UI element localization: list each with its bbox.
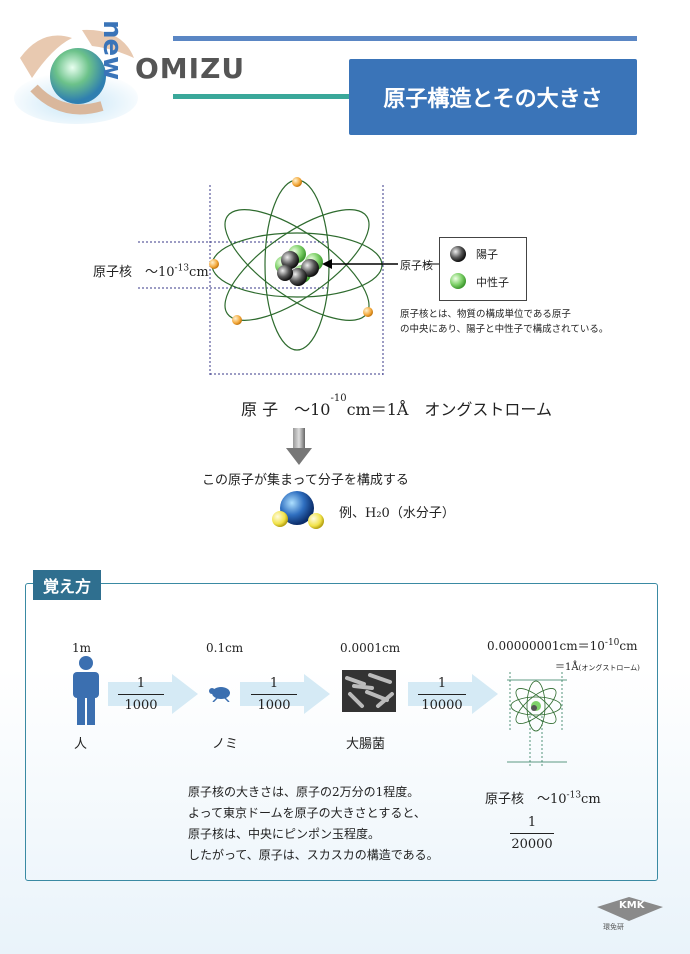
size-atom-exp: -10 xyxy=(604,638,620,648)
fraction-3-bar xyxy=(418,694,466,695)
size-atom-unit: cm xyxy=(619,639,638,653)
size-flea: 0.1cm xyxy=(206,641,244,655)
fraction-2: 1 1000 xyxy=(251,676,297,713)
nucleus-description-line1: 原子核とは、物質の構成単位である原子 xyxy=(400,309,571,320)
fraction-1: 1 1000 xyxy=(118,676,164,713)
memo-section xyxy=(25,583,658,881)
label-flea: ノミ xyxy=(212,737,239,752)
brand-vertical: new xyxy=(97,20,127,81)
nucleus-description-line2: の中央にあり、陽子と中性子で構成されている。 xyxy=(400,324,609,335)
memo-nucleus-fraction-num: 1 xyxy=(527,815,537,830)
water-molecule-icon xyxy=(272,491,324,529)
atom-size-exp: -10 xyxy=(330,392,347,404)
fraction-1-bar xyxy=(118,694,164,695)
size-ecoli: 0.0001cm xyxy=(340,641,401,655)
legend-neutron: 中性子 xyxy=(476,276,509,289)
memo-text-line4: したがって、原子は、スカスカの構造である。 xyxy=(188,848,439,862)
hero-image xyxy=(12,18,140,126)
fraction-1-den: 1000 xyxy=(124,698,158,713)
atom-size-unit: cm＝1Å オングストローム xyxy=(346,400,552,419)
memo-nucleus-fraction-den: 20000 xyxy=(511,837,553,852)
nucleus-size-text: 原子核 ～10 xyxy=(93,265,175,280)
memo-nucleus-fraction-bar xyxy=(510,833,554,834)
legend-box: 陽子 中性子 xyxy=(439,237,527,301)
nucleus-size-label: 原子核 ～10-13cm xyxy=(93,261,209,280)
nucleus-size-unit: cm xyxy=(189,265,209,280)
memo-text: 原子核の大きさは、原子の2万分の1程度。 よって東京ドームを原子の大きさとすると… xyxy=(188,782,439,866)
small-atom-icon xyxy=(507,672,567,767)
molecule-text: この原子が集まって分子を構成する xyxy=(202,473,409,488)
atom-size-text: 原 子 ～10 xyxy=(241,400,331,419)
angstrom-note-text: ＝1Å xyxy=(555,662,579,673)
nucleus-size-exp: -13 xyxy=(174,263,190,274)
footer-logo-text: KMK xyxy=(619,900,645,911)
memo-nucleus-exp: -13 xyxy=(566,790,582,801)
size-atom-text: 0.00000001cm＝10 xyxy=(487,639,605,653)
atom-diagram xyxy=(138,177,439,375)
fraction-2-bar xyxy=(251,694,297,695)
brand-logo: OMIZU xyxy=(135,52,246,85)
angstrom-note-small: (オングストローム) xyxy=(578,664,640,672)
memo-tab: 覚え方 xyxy=(33,570,101,600)
nucleus-pointer-label: 原子核 xyxy=(400,259,433,272)
memo-text-line3: 原子核は、中央にピンポン玉程度。 xyxy=(188,827,381,841)
legend-markers xyxy=(450,246,466,289)
size-atom: 0.00000001cm＝10-10cm xyxy=(487,637,638,654)
flea-icon xyxy=(209,687,230,702)
label-ecoli: 大腸菌 xyxy=(346,737,386,752)
memo-nucleus-text: 原子核 ～10 xyxy=(485,792,567,807)
person-icon xyxy=(73,656,99,725)
fraction-1-num: 1 xyxy=(136,676,146,691)
down-arrow-icon xyxy=(286,428,312,465)
memo-nucleus-fraction: 1 20000 xyxy=(510,815,554,852)
label-person: 人 xyxy=(74,737,88,752)
size-person: 1m xyxy=(72,641,92,655)
legend-proton: 陽子 xyxy=(476,248,498,261)
fraction-2-den: 1000 xyxy=(257,698,291,713)
fraction-2-num: 1 xyxy=(269,676,279,691)
atom-size-label: 原 子 ～10-10cm＝1Å オングストローム xyxy=(241,392,552,420)
page-title: 原子構造とその大きさ xyxy=(349,59,637,135)
memo-text-line2: よって東京ドームを原子の大きさとすると、 xyxy=(188,806,426,820)
footer-logo-icon xyxy=(597,897,663,921)
fraction-3-num: 1 xyxy=(437,676,447,691)
header-line-green xyxy=(173,94,349,99)
ecoli-image xyxy=(342,670,396,712)
footer-logo-sub: 環免研 xyxy=(603,923,624,931)
memo-nucleus-unit: cm xyxy=(581,792,601,807)
header-line-blue xyxy=(173,36,637,41)
memo-text-line1: 原子核の大きさは、原子の2万分の1程度。 xyxy=(188,785,420,799)
nucleus-description: 原子核とは、物質の構成単位である原子 の中央にあり、陽子と中性子で構成されている… xyxy=(400,307,608,337)
fraction-3: 1 10000 xyxy=(418,676,466,713)
memo-nucleus-label: 原子核 ～10-13cm xyxy=(485,788,601,807)
molecule-example: 例、H₂0（水分子） xyxy=(339,506,455,521)
angstrom-note: ＝1Å(オングストローム) xyxy=(555,658,640,673)
fraction-3-den: 10000 xyxy=(421,698,463,713)
